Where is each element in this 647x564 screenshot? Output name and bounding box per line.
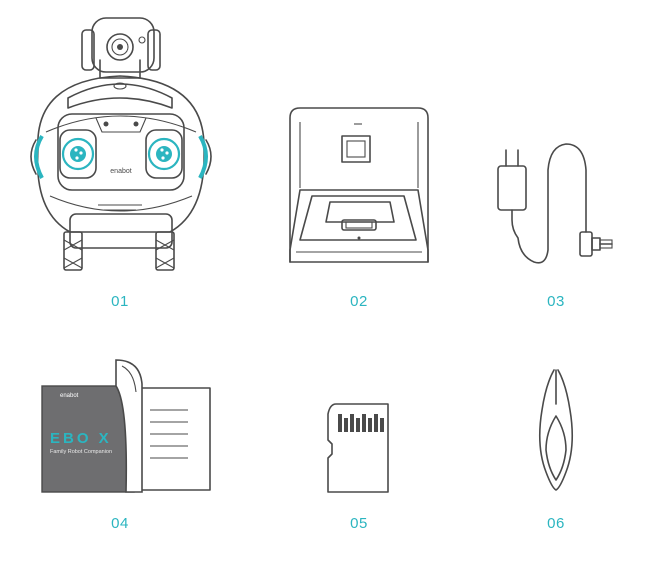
- item-number: 04: [111, 515, 129, 532]
- item-number: 03: [547, 293, 565, 310]
- item-number: 02: [350, 293, 368, 310]
- manual-subtitle: Family Robot Companion: [50, 449, 112, 455]
- manual-title: EBO X: [50, 430, 112, 447]
- item-number: 05: [350, 515, 368, 532]
- right-track: [155, 231, 175, 271]
- robot-brand: enabot: [110, 168, 131, 175]
- item-number: 01: [111, 293, 129, 310]
- manual-brand: enabot: [60, 393, 79, 399]
- item-number: 06: [547, 515, 565, 532]
- left-track: [63, 231, 83, 271]
